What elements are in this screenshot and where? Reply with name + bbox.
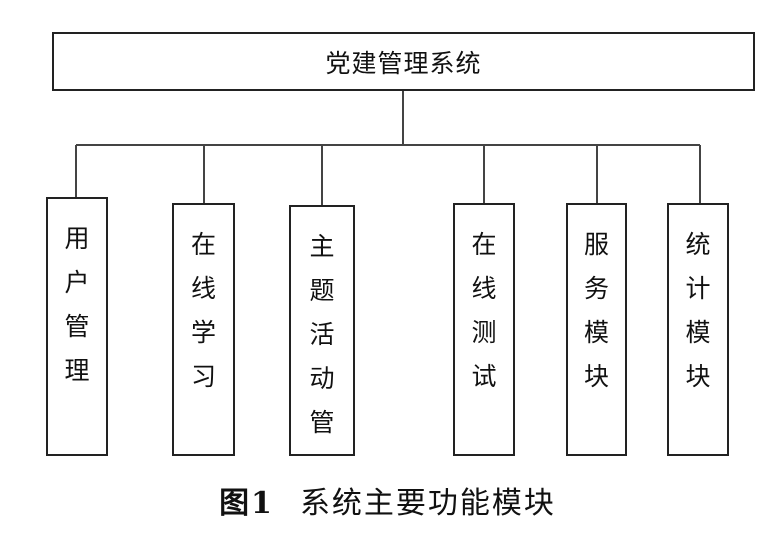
module-label-char: 题 bbox=[309, 276, 335, 305]
module-label-char: 计 bbox=[685, 274, 711, 303]
module-label: 统计模块 bbox=[669, 223, 727, 399]
module-label-char: 理 bbox=[309, 445, 334, 454]
root-system-label: 党建管理系统 bbox=[325, 48, 482, 78]
module-label-char: 统 bbox=[685, 230, 711, 259]
module-label-char: 在 bbox=[190, 230, 216, 259]
module-label-char: 管 bbox=[309, 408, 335, 437]
module-label: 服务模块 bbox=[568, 223, 625, 399]
module-label-char: 理 bbox=[64, 356, 90, 385]
module-statistics: 统计模块 bbox=[667, 203, 729, 456]
module-label-char: 测 bbox=[471, 318, 497, 347]
module-label-char: 模 bbox=[583, 318, 609, 347]
module-label-char: 模 bbox=[685, 318, 711, 347]
module-label-char: 用 bbox=[64, 224, 90, 253]
figure-number: 图1 bbox=[219, 486, 274, 521]
module-online-learning: 在线学习 bbox=[172, 203, 235, 456]
module-label: 在线学习 bbox=[174, 223, 233, 399]
module-label-char: 务 bbox=[583, 274, 609, 303]
module-label-char: 试 bbox=[471, 362, 497, 391]
figure-caption-text: 系统主要功能模块 bbox=[299, 486, 556, 521]
module-label-char: 习 bbox=[190, 362, 216, 391]
module-user-management: 用户管理 bbox=[46, 197, 108, 456]
figure-caption: 图1 系统主要功能模块 bbox=[0, 478, 775, 522]
module-label-char: 活 bbox=[309, 320, 335, 349]
module-label-char: 户 bbox=[64, 268, 90, 297]
module-label-char: 线 bbox=[471, 274, 497, 303]
module-label-char: 在 bbox=[471, 230, 497, 259]
module-label-char: 主 bbox=[309, 232, 335, 261]
module-label-char: 服 bbox=[583, 230, 609, 259]
module-label-char: 管 bbox=[64, 312, 90, 341]
module-label-char: 线 bbox=[190, 274, 216, 303]
root-system-box: 党建管理系统 bbox=[52, 32, 755, 91]
module-label: 用户管理 bbox=[48, 217, 106, 393]
module-label-char: 块 bbox=[685, 362, 711, 391]
module-label-char: 学 bbox=[190, 318, 216, 347]
module-online-test: 在线测试 bbox=[453, 203, 515, 456]
module-theme-activity-management: 主题活动管理 bbox=[289, 205, 355, 456]
module-label: 主题活动管理 bbox=[291, 225, 353, 454]
module-label-char: 动 bbox=[309, 364, 335, 393]
module-service: 服务模块 bbox=[566, 203, 627, 456]
module-label: 在线测试 bbox=[455, 223, 513, 399]
module-label-char: 块 bbox=[583, 362, 609, 391]
